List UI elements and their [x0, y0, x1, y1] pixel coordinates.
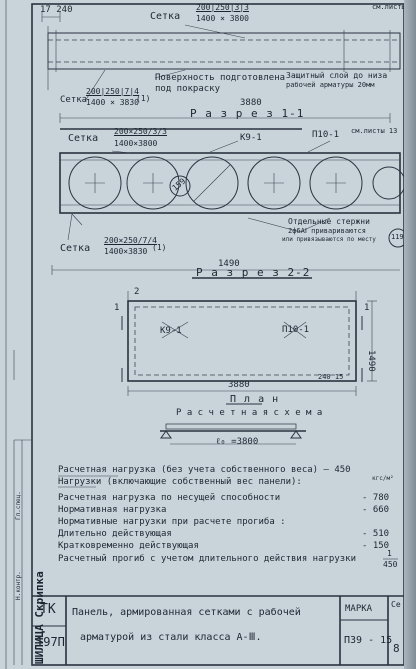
void-4 — [247, 156, 301, 210]
deflection-num: 1 — [387, 549, 392, 558]
side-stamp — [13, 350, 32, 665]
mesh-spec-left-qty: (1) — [136, 94, 151, 103]
height-dim: 1490 — [366, 350, 376, 372]
span-label: ℓ₀ =3800 — [216, 437, 259, 447]
scheme-title: Р а с ч е т н а я с х е м а — [176, 408, 323, 418]
mark-1-right: 1 — [364, 303, 370, 313]
corner-dims: 17 240 — [40, 5, 73, 15]
sheet-ref-1: см.листы 13 — [351, 127, 398, 135]
mesh-spec-top: 200|250|3|3 — [196, 3, 249, 12]
width-dim: 1490 — [218, 259, 240, 269]
void-3 — [185, 156, 239, 210]
section-2-2 — [121, 277, 377, 405]
load-row-label: Нормативная нагрузка — [58, 505, 167, 515]
description-line-2: арматурой из стали класса А-Ⅲ. — [80, 632, 262, 643]
void-5 — [309, 156, 363, 210]
load-line-2: Нагрузки (включающие собственный вес пан… — [58, 477, 302, 487]
section-1-title: Р а з р е з 1-1 — [190, 107, 305, 120]
section-1-mesh-spec: 200×250/3/3 — [114, 127, 167, 136]
load-row-label: Кратковременно действующая — [58, 541, 199, 551]
load-row-value: - 660 — [362, 505, 390, 515]
load-line-1: Расчетная нагрузка (без учета собственно… — [58, 465, 351, 475]
code-bottom: 197П — [36, 635, 65, 649]
void-1 — [68, 156, 122, 210]
side-stamp-row-a: Н.контр. — [15, 571, 22, 600]
slab-cross-section — [59, 152, 401, 214]
slab-outline-top — [47, 32, 401, 70]
side-stamp-row-b: Гл.спец. — [15, 491, 22, 520]
sheet-value: 8 — [393, 642, 400, 655]
mesh-spec-left-sub: 1400 × 3830 — [86, 98, 139, 107]
mark-value: П39 - 15 — [344, 635, 393, 646]
section-1-1 — [51, 128, 408, 275]
k9-label-1: К9-1 — [240, 133, 262, 143]
circle-ref: 119 — [391, 233, 404, 241]
mark-header: МАРКА — [345, 604, 373, 614]
mesh-label-top: Сетка — [150, 11, 181, 22]
mark-1-left: 1 — [114, 303, 120, 313]
sheet-header: Се — [391, 600, 401, 609]
small-dims: 240 15 — [318, 373, 344, 381]
length-dim-top: 3880 — [240, 98, 262, 108]
bars-note-1: Отдельные стержни — [288, 217, 370, 226]
length-dim-plan: 3880 — [228, 380, 250, 390]
deflection-label: Расчетный прогиб с учетом длительного де… — [58, 554, 357, 564]
description-line-1: Панель, армированная сетками с рабочей — [72, 607, 301, 618]
p10-label-1: П10-1 — [312, 130, 340, 140]
design-scheme — [160, 423, 306, 445]
load-row-label: Расчетная нагрузка по несущей способност… — [58, 493, 281, 503]
load-row-value: - 510 — [362, 529, 390, 539]
deflection-den: 450 — [383, 560, 398, 569]
load-line-1-unit: кгс/м² — [372, 475, 394, 482]
surface-note-1: Поверхность подготовлена — [155, 73, 286, 83]
top-elevation — [41, 12, 401, 123]
mesh-spec-bottom-sub: 1400×3830 — [104, 247, 148, 256]
side-stamp-text: ШИЛИЦА Скрипка — [33, 571, 46, 664]
section-1-mesh-label: Сетка — [68, 133, 99, 144]
surface-note-2: под покраску — [155, 84, 221, 94]
mesh-label-bottom: Сетка — [60, 243, 91, 254]
mesh-spec-bottom-qty: (1) — [152, 243, 167, 252]
bars-note-2: 2ф6АⅠ привариваются — [288, 227, 366, 235]
mesh-spec-top-sub: 1400 × 3800 — [196, 14, 249, 23]
load-row-value: - 780 — [362, 493, 390, 503]
title-block — [32, 595, 404, 665]
plan-outline — [127, 300, 357, 382]
mesh-spec-bottom: 200×250/7/4 — [104, 236, 157, 245]
cover-note-2: рабочей арматуры 20мм — [286, 81, 375, 89]
load-row-label: Длительно действующая — [58, 529, 172, 539]
mesh-spec-left: 200|250|7|4 — [86, 87, 139, 96]
p10-label-2: П10-1 — [282, 325, 310, 335]
load-row-value: - 150 — [362, 541, 390, 551]
mesh-label-left: Сетка — [60, 95, 88, 105]
section-1-mesh-spec-sub: 1400×3800 — [114, 139, 158, 148]
load-row-label: Нормативные нагрузки при расчете прогиба… — [58, 517, 286, 527]
mark-2: 2 — [134, 287, 140, 297]
k9-label-2: К9-1 — [160, 326, 182, 336]
plan-title: П л а н — [230, 394, 280, 405]
section-2-title: Р а з р е з 2-2 — [196, 266, 311, 279]
bars-note-3: или привязываются по месту — [282, 236, 376, 243]
code-top: ТК — [40, 602, 56, 617]
void-2 — [126, 156, 180, 210]
cover-note-1: Защитный слой до низа — [286, 71, 388, 80]
corner-sheet-ref: см.листы — [372, 3, 406, 11]
